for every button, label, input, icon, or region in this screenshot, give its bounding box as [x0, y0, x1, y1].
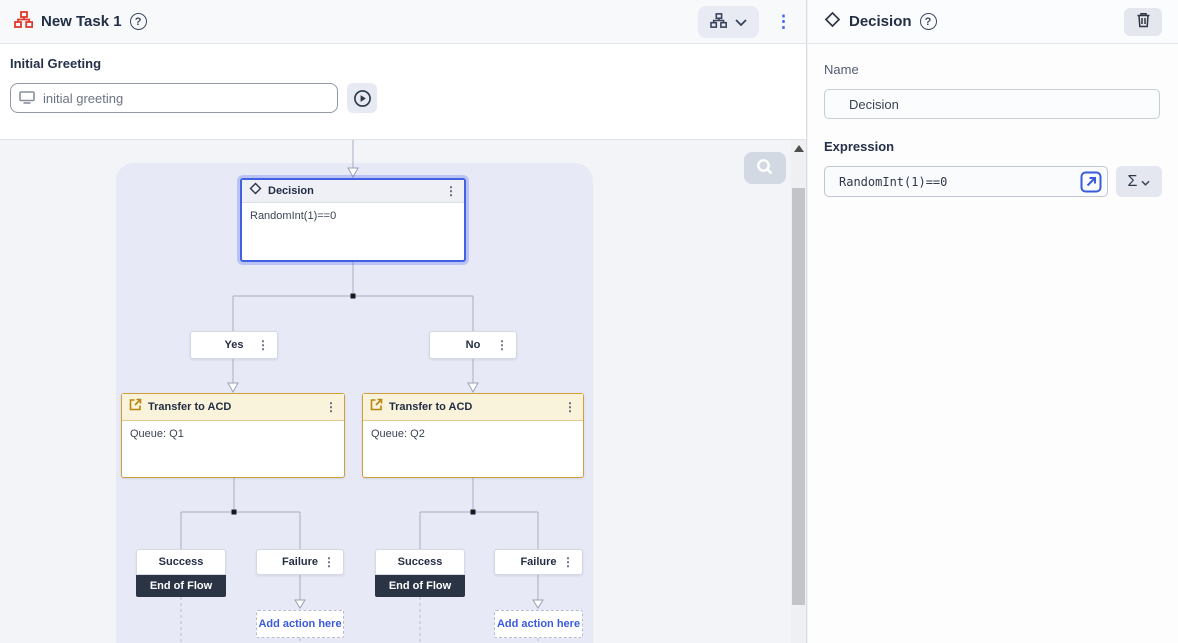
failure-outcome-1[interactable]: Failure ⋮: [256, 549, 344, 575]
expression-input[interactable]: [824, 166, 1108, 197]
zoom-canvas-button[interactable]: [744, 152, 786, 184]
transfer-acd-1-title: Transfer to ACD: [148, 401, 232, 413]
trash-icon: [1136, 12, 1151, 31]
name-field-label: Name: [824, 62, 859, 77]
decision-node-header: Decision ⋮: [242, 180, 464, 203]
flow-connectors: [180, 140, 544, 643]
task-flow-icon: [14, 10, 34, 33]
branch-no-label: No: [465, 339, 481, 351]
name-input[interactable]: [824, 89, 1160, 119]
branch-yes-label: Yes: [224, 339, 244, 351]
failure-2-kebab-icon[interactable]: ⋮: [562, 555, 574, 569]
diamond-icon: [824, 11, 841, 33]
branch-yes[interactable]: Yes ⋮: [190, 331, 278, 359]
task-header: New Task 1 ?: [0, 0, 806, 44]
transfer-acd-1-detail: Queue: Q1: [130, 428, 184, 440]
success-outcome-2[interactable]: Success: [375, 549, 465, 575]
add-action-placeholder-2[interactable]: Add action here: [494, 610, 583, 638]
decision-node-title: Decision: [268, 185, 314, 197]
transfer-acd-2-detail: Queue: Q2: [371, 428, 425, 440]
properties-header: Decision ?: [808, 0, 1178, 44]
sitemap-icon: [710, 12, 727, 31]
decision-node[interactable]: Decision ⋮ RandomInt(1)==0: [240, 178, 466, 262]
success-2-label: Success: [397, 556, 443, 568]
transfer-acd-1-header: Transfer to ACD ⋮: [122, 394, 344, 421]
branch-no-kebab-icon[interactable]: ⋮: [496, 338, 508, 352]
success-1-label: Success: [158, 556, 204, 568]
magnifier-icon: [755, 157, 775, 180]
diamond-icon: [249, 182, 262, 200]
end-of-flow-1-label: End of Flow: [149, 580, 213, 592]
expression-mode-button[interactable]: Σ: [1116, 166, 1162, 197]
canvas-scrollbar[interactable]: [791, 140, 806, 643]
flow-canvas[interactable]: Decision ⋮ RandomInt(1)==0 Yes ⋮ No ⋮: [0, 140, 806, 643]
success-outcome-1[interactable]: Success: [136, 549, 226, 575]
flow-layout-button[interactable]: [698, 5, 759, 38]
add-action-2-label: Add action here: [496, 618, 581, 630]
transfer-acd-node-1[interactable]: Transfer to ACD ⋮ Queue: Q1: [121, 393, 345, 478]
end-of-flow-2[interactable]: End of Flow: [375, 575, 465, 597]
audio-prompt-icon: [19, 91, 35, 109]
external-link-icon: [129, 398, 142, 416]
add-action-1-label: Add action here: [258, 618, 342, 630]
failure-outcome-2[interactable]: Failure ⋮: [494, 549, 583, 575]
expand-expression-button[interactable]: [1080, 171, 1102, 193]
branch-yes-kebab-icon[interactable]: ⋮: [257, 338, 269, 352]
scrollbar-thumb[interactable]: [792, 188, 805, 605]
end-of-flow-1[interactable]: End of Flow: [136, 575, 226, 597]
play-greeting-button[interactable]: [347, 83, 377, 113]
initial-greeting-input[interactable]: [10, 83, 338, 113]
task-title: New Task 1: [41, 13, 122, 30]
task-help-icon[interactable]: ?: [129, 13, 147, 30]
properties-panel: Decision ? Name Expression: [807, 0, 1178, 643]
failure-1-label: Failure: [281, 556, 319, 568]
decision-node-kebab-icon[interactable]: ⋮: [445, 184, 457, 198]
scrollbar-up-arrow[interactable]: [792, 142, 805, 155]
transfer-acd-1-kebab-icon[interactable]: ⋮: [325, 400, 337, 414]
open-in-editor-icon: [1080, 171, 1102, 193]
transfer-acd-node-2[interactable]: Transfer to ACD ⋮ Queue: Q2: [362, 393, 584, 478]
branch-no[interactable]: No ⋮: [429, 331, 517, 359]
delete-node-button[interactable]: [1124, 7, 1162, 36]
transfer-acd-2-kebab-icon[interactable]: ⋮: [564, 400, 576, 414]
end-of-flow-2-label: End of Flow: [388, 580, 452, 592]
expression-field-label: Expression: [824, 139, 895, 154]
properties-title: Decision: [849, 13, 912, 30]
chevron-down-icon: [735, 14, 747, 29]
failure-1-kebab-icon[interactable]: ⋮: [323, 555, 335, 569]
add-action-placeholder-1[interactable]: Add action here: [256, 610, 344, 638]
chevron-down-icon: [1141, 174, 1151, 189]
failure-2-label: Failure: [520, 556, 557, 568]
properties-help-icon[interactable]: ?: [919, 13, 937, 30]
flow-editor-panel: New Task 1 ?: [0, 0, 807, 643]
decision-node-expression: RandomInt(1)==0: [250, 210, 337, 222]
initial-greeting-label: Initial Greeting: [10, 56, 102, 71]
external-link-icon: [370, 398, 383, 416]
task-menu-kebab-icon[interactable]: ⋮: [775, 12, 792, 31]
transfer-acd-2-header: Transfer to ACD ⋮: [363, 394, 583, 421]
initial-greeting-section: Initial Greeting: [0, 44, 806, 184]
transfer-acd-2-title: Transfer to ACD: [389, 401, 473, 413]
sigma-icon: Σ: [1127, 172, 1138, 190]
